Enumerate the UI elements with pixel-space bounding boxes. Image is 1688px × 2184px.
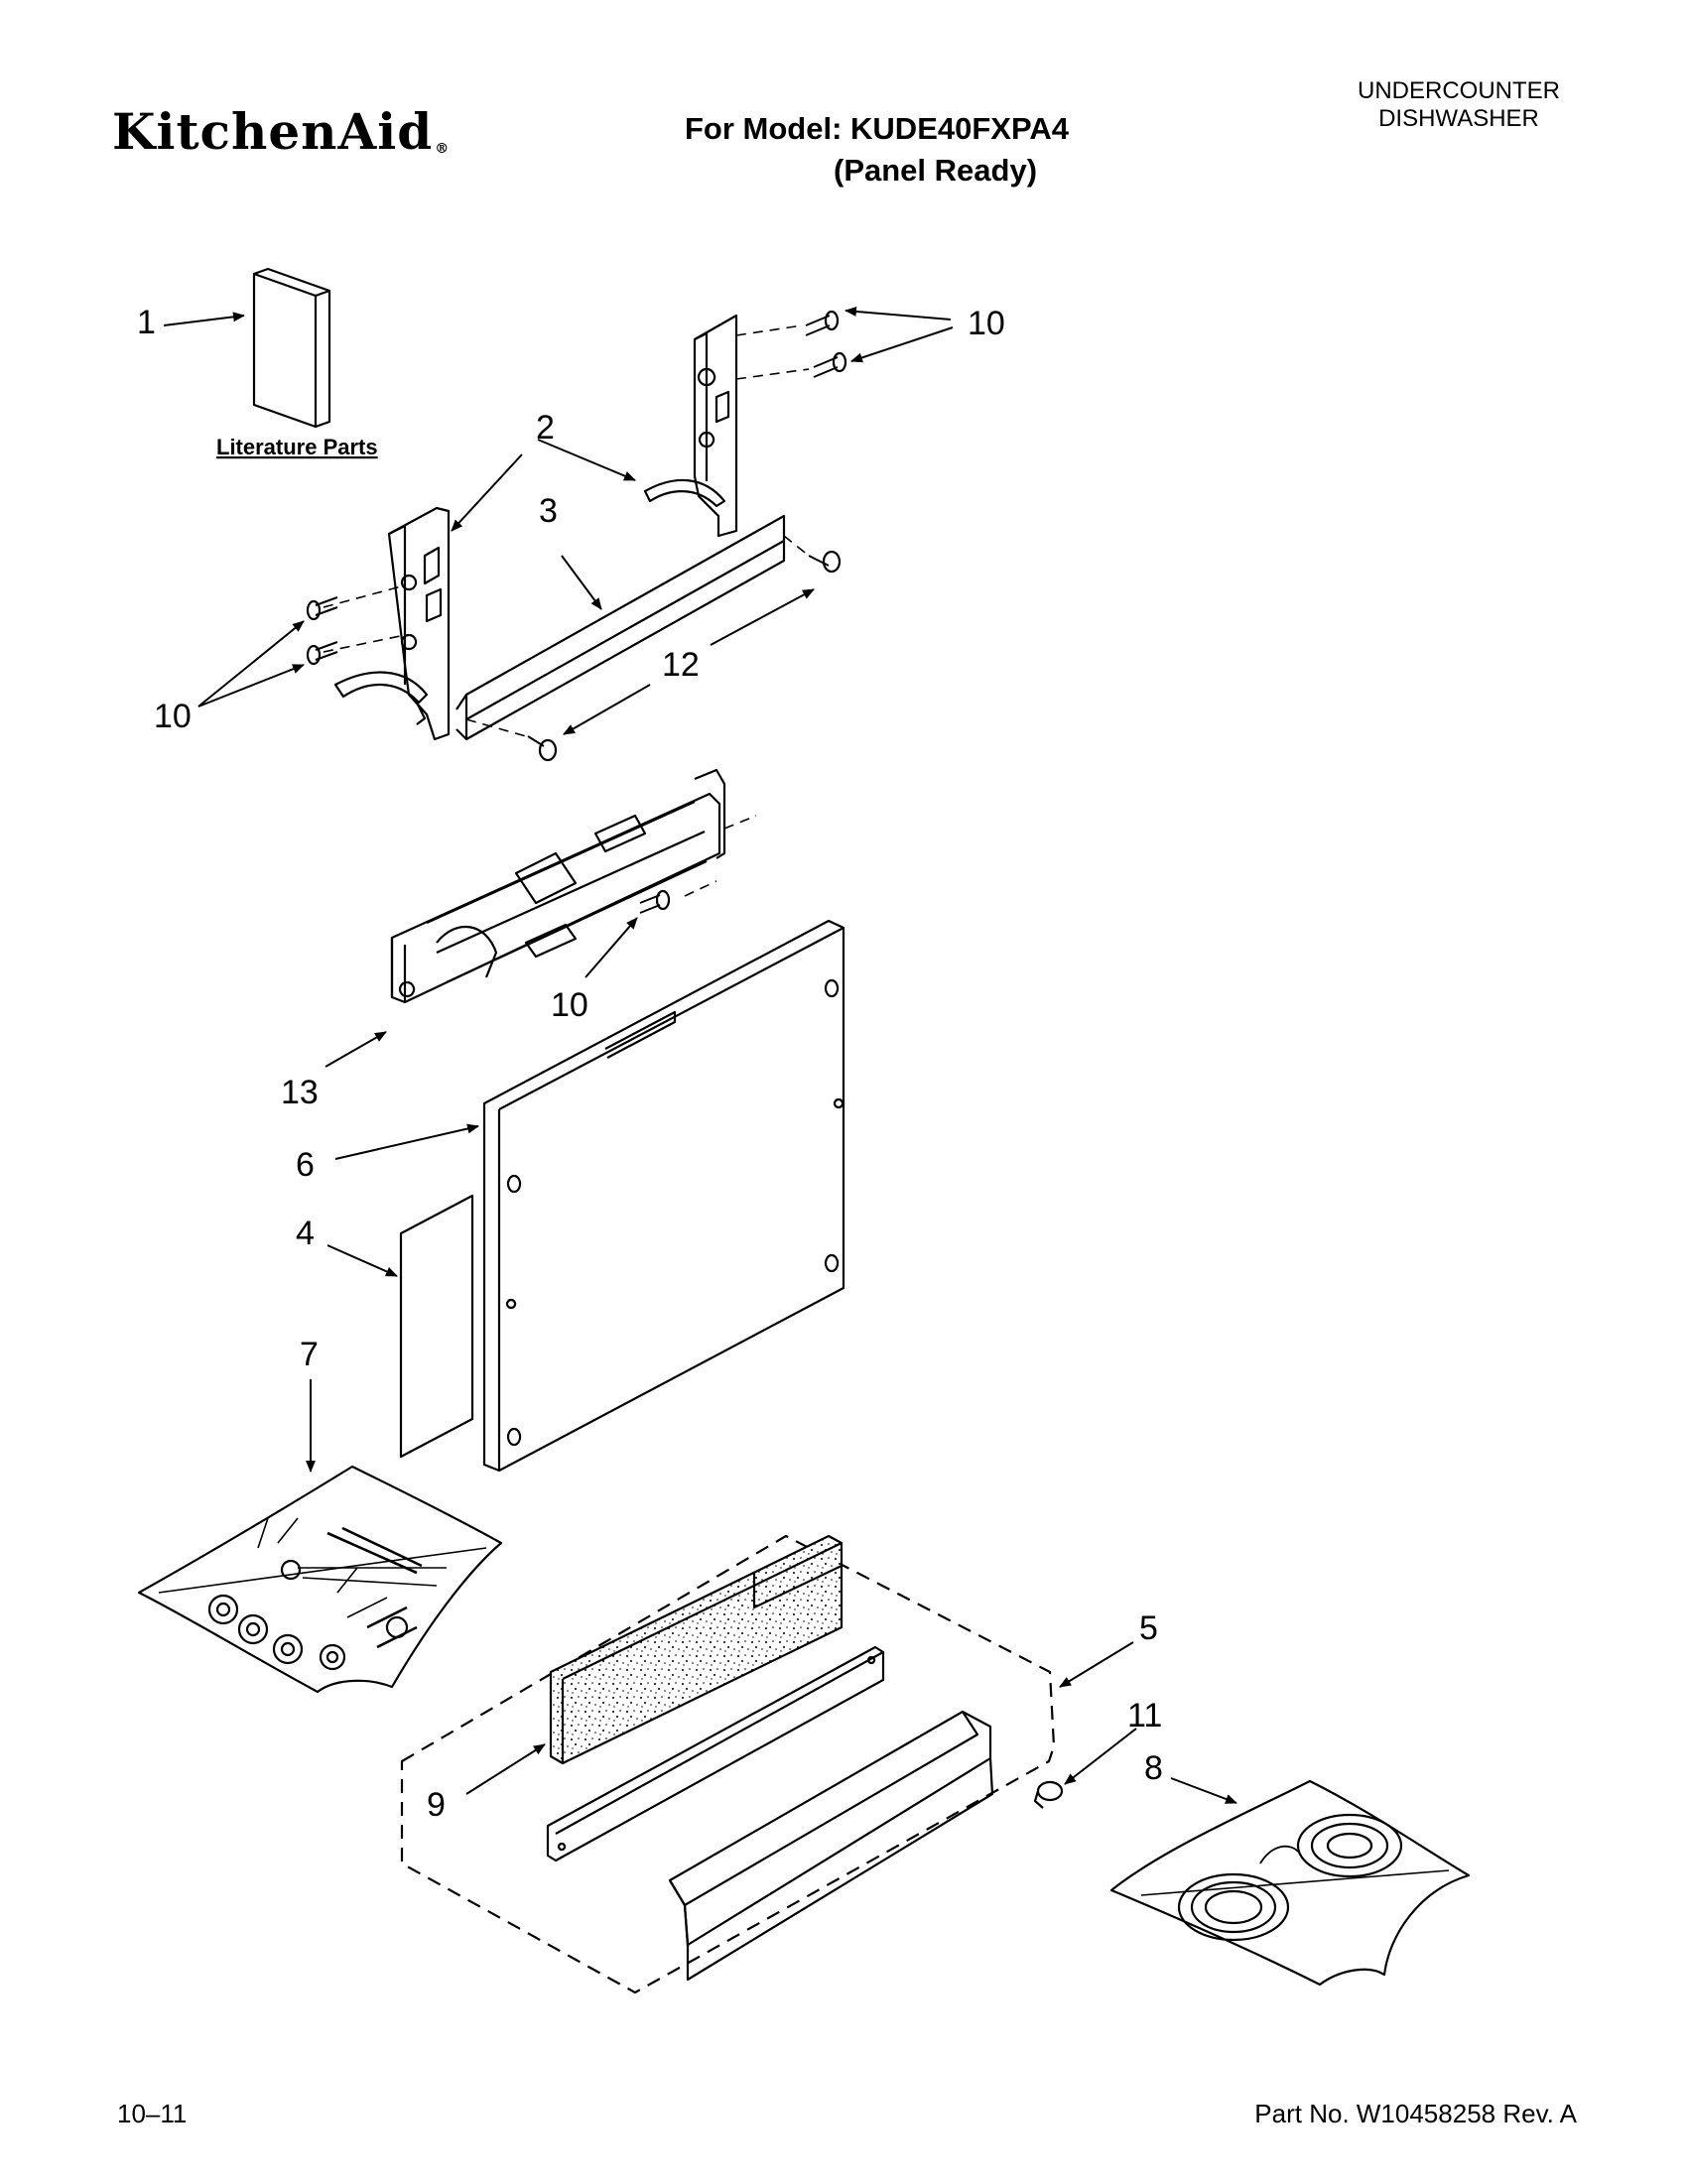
literature-booklet bbox=[252, 267, 331, 429]
category-line-2: DISHWASHER bbox=[1378, 105, 1539, 132]
trademark-mark: ® bbox=[435, 141, 450, 157]
callout-8: 8 bbox=[1144, 1749, 1163, 1787]
callout-10-top: 10 bbox=[968, 305, 1005, 342]
callout-13: 13 bbox=[281, 1074, 319, 1111]
screw-part-11 bbox=[1033, 1780, 1064, 1809]
model-variant: (Panel Ready) bbox=[834, 153, 1038, 188]
callout-9: 9 bbox=[427, 1786, 446, 1824]
literature-parts-label: Literature Parts bbox=[216, 435, 378, 459]
bottom-bracket-rail bbox=[455, 514, 786, 741]
callout-6: 6 bbox=[296, 1146, 315, 1184]
callout-2: 2 bbox=[536, 409, 555, 447]
mounting-bracket-right bbox=[643, 314, 738, 538]
callout-5: 5 bbox=[1139, 1609, 1158, 1647]
callout-12: 12 bbox=[662, 646, 700, 684]
screw-part-10-middle bbox=[639, 889, 671, 914]
category-line-1: UNDERCOUNTER bbox=[1358, 77, 1560, 104]
callout-11: 11 bbox=[1127, 1697, 1162, 1734]
toe-panel-strip bbox=[546, 1645, 885, 1863]
toe-panel-group-outline bbox=[400, 1534, 1056, 1994]
brand-name: KitchenAid bbox=[112, 102, 434, 161]
hardware-bag bbox=[137, 1465, 503, 1694]
foam-insulation-strip bbox=[549, 1534, 844, 1765]
kickplate-bracket bbox=[668, 1710, 994, 1982]
screw-part-12-left bbox=[527, 735, 558, 762]
mounting-bracket-left bbox=[333, 506, 451, 741]
hinge-latch-assembly bbox=[390, 768, 726, 1004]
callout-1: 1 bbox=[137, 304, 156, 341]
callout-7: 7 bbox=[300, 1336, 319, 1373]
footer-part-number: Part No. W10458258 Rev. A bbox=[1254, 2099, 1577, 2128]
product-category: UNDERCOUNTER DISHWASHER bbox=[1320, 77, 1598, 133]
screws-part-10-left bbox=[306, 596, 338, 666]
callout-10-middle: 10 bbox=[551, 986, 588, 1024]
callout-4: 4 bbox=[296, 1215, 315, 1252]
model-title: For Model: KUDE40FXPA4 bbox=[685, 111, 1069, 146]
screws-part-10-top bbox=[805, 310, 847, 378]
callout-3: 3 bbox=[539, 492, 558, 530]
felt-pad-bag bbox=[1109, 1779, 1471, 1987]
brand-logo: KitchenAid® bbox=[112, 102, 449, 161]
insulation-sheet bbox=[399, 1194, 474, 1459]
leader-arrows bbox=[163, 306, 1237, 1804]
footer-date: 10–11 bbox=[117, 2099, 188, 2128]
callout-10-left: 10 bbox=[154, 698, 192, 735]
door-panel bbox=[482, 919, 845, 1473]
alignment-lines bbox=[323, 324, 810, 897]
screw-part-12-right bbox=[808, 550, 842, 574]
